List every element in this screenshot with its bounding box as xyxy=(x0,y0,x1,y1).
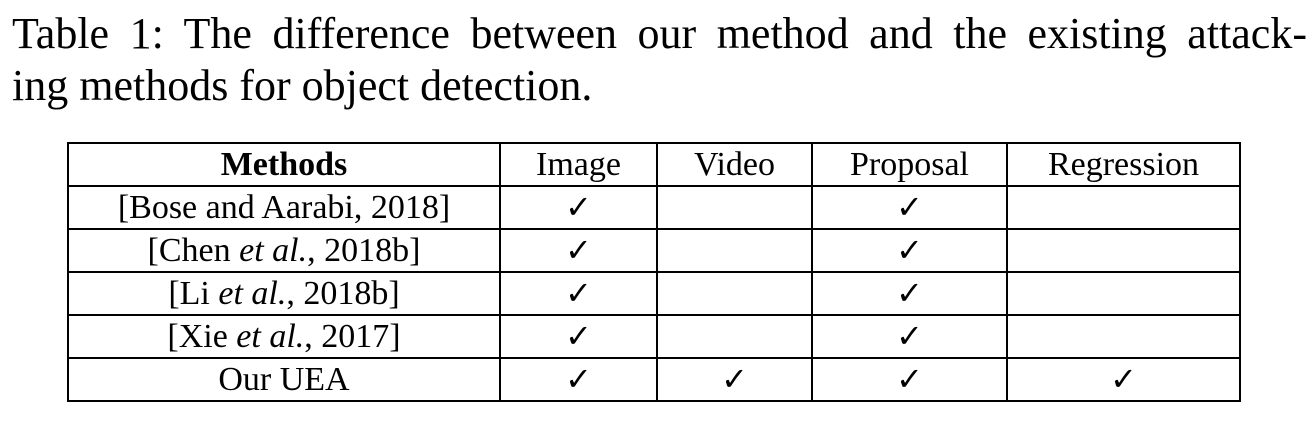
header-video: Video xyxy=(656,142,813,187)
video-cell xyxy=(656,185,813,230)
regression-cell xyxy=(1006,314,1241,359)
image-cell: ✓ xyxy=(499,357,658,402)
proposal-cell: ✓ xyxy=(811,271,1008,316)
checkmark-icon: ✓ xyxy=(1110,360,1137,398)
method-italic: et al. xyxy=(236,317,305,355)
table-header-row: Methods Image Video Proposal Regression xyxy=(67,142,1241,187)
proposal-cell: ✓ xyxy=(811,185,1008,230)
method-text: [Chen xyxy=(147,231,240,269)
checkmark-icon: ✓ xyxy=(896,188,923,226)
regression-cell: ✓ xyxy=(1006,357,1241,402)
checkmark-icon: ✓ xyxy=(896,317,923,355)
comparison-table: Methods Image Video Proposal Regression … xyxy=(67,142,1241,402)
method-cell: [Xie et al., 2017] xyxy=(67,314,501,359)
header-methods: Methods xyxy=(67,142,501,187)
proposal-cell: ✓ xyxy=(811,314,1008,359)
method-text: [Xie xyxy=(167,317,237,355)
table-row: [Li et al., 2018b] ✓ ✓ xyxy=(67,271,1241,316)
checkmark-icon: ✓ xyxy=(565,188,592,226)
regression-cell xyxy=(1006,228,1241,273)
table-row: [Chen et al., 2018b] ✓ ✓ xyxy=(67,228,1241,273)
method-cell: [Chen et al., 2018b] xyxy=(67,228,501,273)
proposal-cell: ✓ xyxy=(811,357,1008,402)
table-caption: Table 1: The difference between our meth… xyxy=(12,8,1307,112)
checkmark-icon: ✓ xyxy=(896,274,923,312)
video-cell xyxy=(656,314,813,359)
method-text: Our UEA xyxy=(218,360,350,398)
method-text-end: , 2017] xyxy=(304,317,401,355)
header-regression: Regression xyxy=(1006,142,1241,187)
video-cell xyxy=(656,228,813,273)
method-text: [Li xyxy=(168,274,219,312)
image-cell: ✓ xyxy=(499,271,658,316)
table-row: [Bose and Aarabi, 2018] ✓ ✓ xyxy=(67,185,1241,230)
method-text: [Bose and Aarabi, 2018] xyxy=(117,188,451,226)
image-cell: ✓ xyxy=(499,228,658,273)
checkmark-icon: ✓ xyxy=(565,317,592,355)
regression-cell xyxy=(1006,185,1241,230)
checkmark-icon: ✓ xyxy=(896,360,923,398)
method-cell: [Bose and Aarabi, 2018] xyxy=(67,185,501,230)
caption-line-1: Table 1: The difference between our meth… xyxy=(12,9,1307,58)
video-cell xyxy=(656,271,813,316)
method-text-end: , 2018b] xyxy=(286,274,400,312)
video-cell: ✓ xyxy=(656,357,813,402)
checkmark-icon: ✓ xyxy=(565,231,592,269)
proposal-cell: ✓ xyxy=(811,228,1008,273)
checkmark-icon: ✓ xyxy=(565,360,592,398)
header-image: Image xyxy=(499,142,658,187)
checkmark-icon: ✓ xyxy=(565,274,592,312)
regression-cell xyxy=(1006,271,1241,316)
image-cell: ✓ xyxy=(499,314,658,359)
method-text-end: , 2018b] xyxy=(307,231,421,269)
caption-line-2: ing methods for object detection. xyxy=(12,61,593,110)
method-cell: Our UEA xyxy=(67,357,501,402)
header-proposal: Proposal xyxy=(811,142,1008,187)
image-cell: ✓ xyxy=(499,185,658,230)
method-cell: [Li et al., 2018b] xyxy=(67,271,501,316)
checkmark-icon: ✓ xyxy=(721,360,748,398)
table-row: [Xie et al., 2017] ✓ ✓ xyxy=(67,314,1241,359)
method-italic: et al. xyxy=(239,231,308,269)
checkmark-icon: ✓ xyxy=(896,231,923,269)
table-row: Our UEA ✓ ✓ ✓ ✓ xyxy=(67,357,1241,402)
method-italic: et al. xyxy=(218,274,287,312)
